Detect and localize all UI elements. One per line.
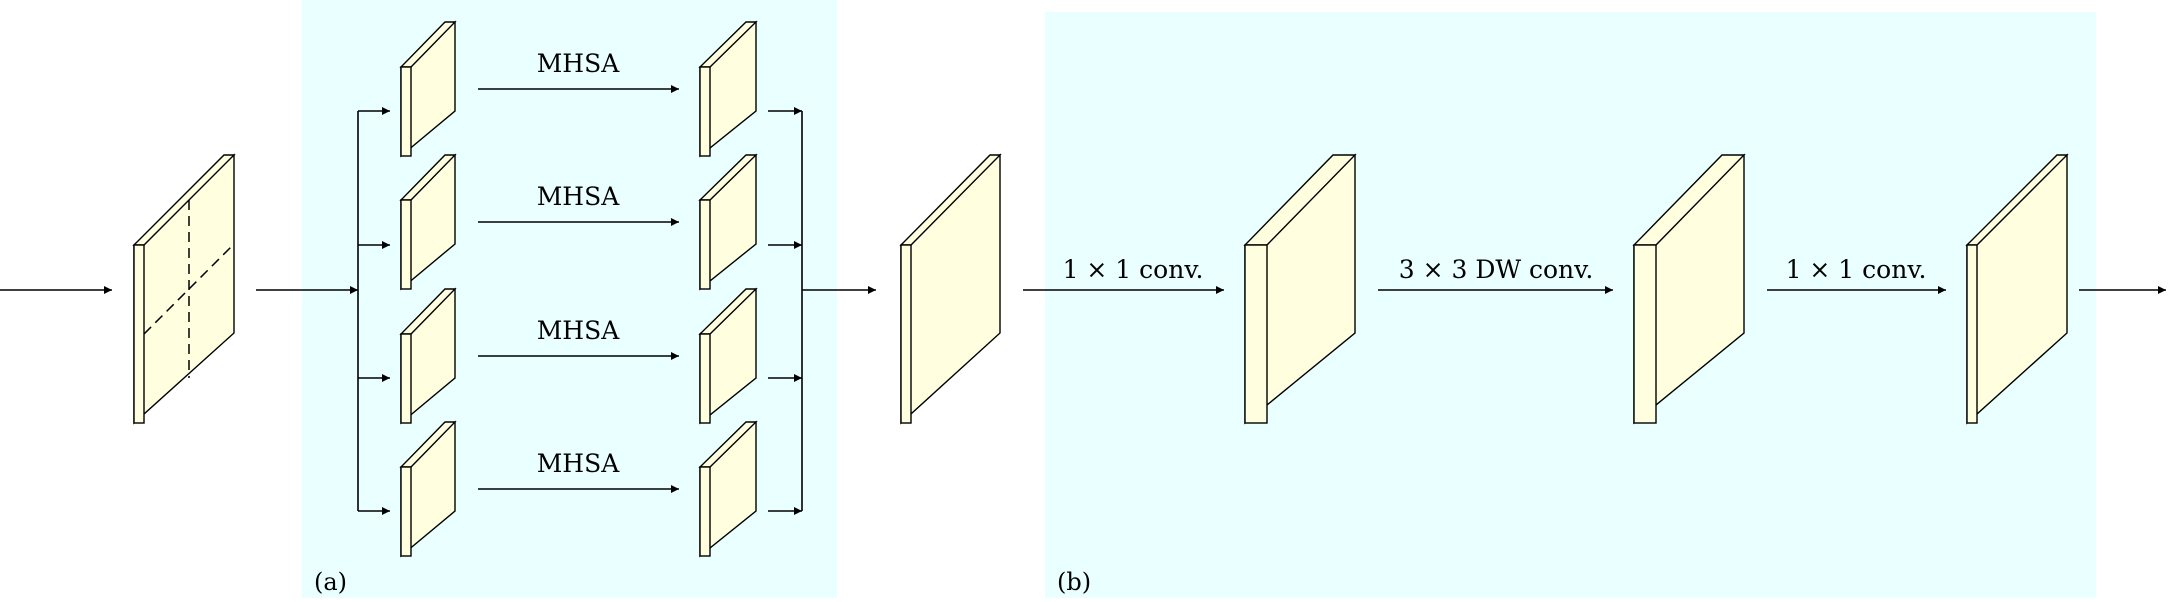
mhsa-label-3: MHSA (537, 316, 621, 345)
subtensor-out-1 (698, 20, 758, 158)
step-label-2: 3 × 3 DW conv. (1399, 255, 1594, 284)
step-label-1: 1 × 1 conv. (1063, 255, 1204, 284)
subtensor-out-3 (698, 287, 758, 425)
mhsa-label-4: MHSA (537, 449, 621, 478)
mhsa-arrows (478, 85, 679, 493)
subtensor-in-2 (399, 153, 457, 291)
subtensor-in-4 (399, 420, 457, 558)
subtensor-in-3 (399, 287, 457, 425)
tensor-1x1-conv (1243, 153, 1357, 425)
step-label-3: 1 × 1 conv. (1786, 255, 1927, 284)
tensor-output (1965, 153, 2069, 425)
mhsa-label-2: MHSA (537, 182, 621, 211)
merged-tensor (899, 153, 1002, 425)
panel-a-label: (a) (314, 568, 347, 596)
fork-arrows (358, 107, 390, 515)
subtensor-in-1 (399, 20, 457, 158)
split-lines (143, 200, 235, 378)
subtensor-out-4 (698, 420, 758, 558)
merge-arrows (768, 107, 802, 515)
mhsa-label-1: MHSA (537, 49, 621, 78)
panel-b-label: (b) (1057, 568, 1091, 596)
tensor-dw-conv (1632, 153, 1746, 425)
input-tensor (132, 153, 236, 425)
panel-b-background (1045, 12, 2096, 598)
subtensor-out-2 (698, 153, 758, 291)
